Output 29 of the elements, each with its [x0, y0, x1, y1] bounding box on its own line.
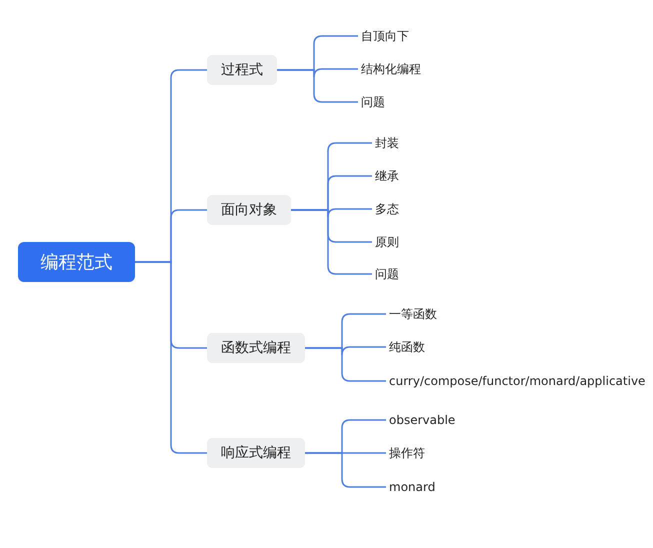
subtopic-label: 纯函数: [389, 339, 425, 355]
topic-label: 响应式编程: [221, 444, 291, 462]
connector-line: [291, 209, 372, 275]
central-topic-label: 编程范式: [40, 251, 112, 274]
subtopic-label: 多态: [375, 201, 399, 217]
topic-label: 函数式编程: [221, 339, 291, 357]
topic-box: [207, 55, 277, 85]
subtopic-label: monard: [389, 479, 436, 495]
subtopic-label: 结构化编程: [361, 61, 421, 77]
topic-label: 过程式: [221, 61, 263, 79]
topic-box: [207, 333, 305, 363]
topic-box: [207, 195, 291, 225]
subtopic-label: 问题: [361, 94, 385, 110]
subtopic-label: 继承: [375, 168, 399, 184]
topic-box: [207, 438, 305, 468]
connector-line: [135, 261, 207, 454]
subtopic-label: curry/compose/functor/monard/applicative: [389, 373, 646, 389]
subtopic-label: 问题: [375, 266, 399, 282]
subtopic-label: 封装: [375, 135, 399, 151]
topic-label: 面向对象: [221, 201, 277, 219]
connector-line: [277, 69, 358, 103]
subtopic-label: observable: [389, 412, 456, 428]
connector-line: [305, 347, 386, 382]
subtopic-label: 操作符: [389, 445, 425, 461]
subtopic-label: 原则: [375, 234, 399, 250]
connector-line: [305, 452, 386, 488]
central-topic-box: [18, 242, 135, 282]
subtopic-label: 自顶向下: [361, 28, 409, 44]
subtopic-label: 一等函数: [389, 306, 437, 322]
